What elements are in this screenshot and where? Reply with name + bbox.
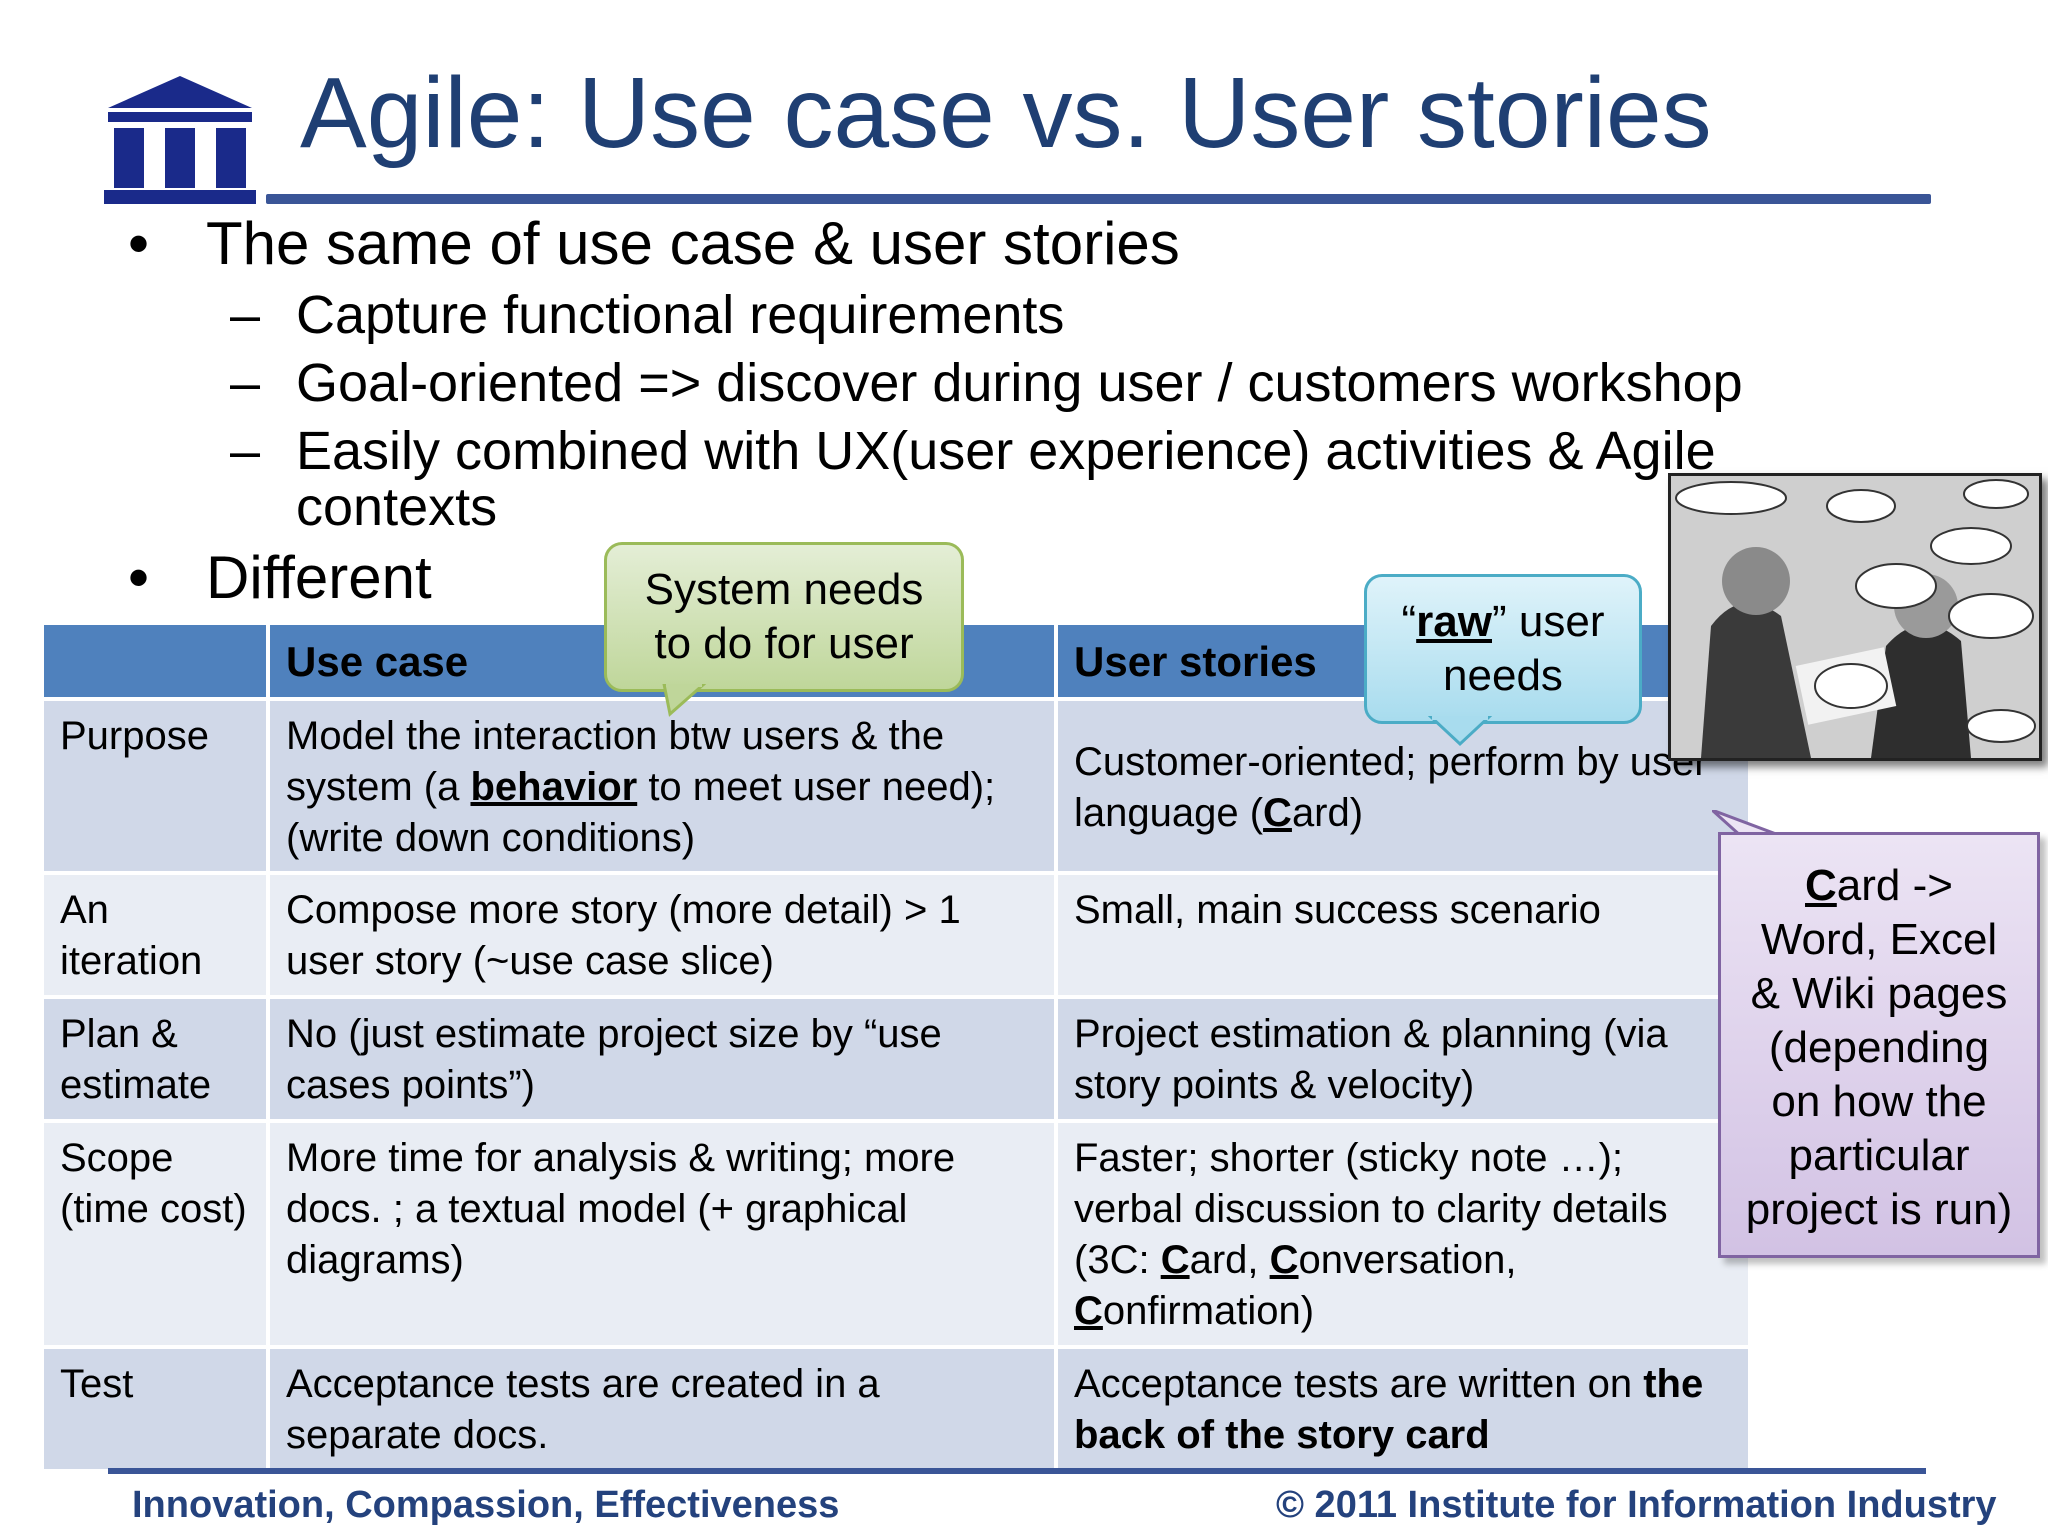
callout-text: on how the bbox=[1771, 1077, 1987, 1126]
table-row: Scope (time cost) More time for analysis… bbox=[40, 1119, 1752, 1349]
callout-tail bbox=[662, 684, 707, 717]
use-case-cell: No (just estimate project size by “use c… bbox=[266, 995, 1058, 1123]
bullet-text: Different bbox=[206, 544, 432, 611]
row-label: Plan & estimate bbox=[40, 995, 270, 1123]
table-row: An iteration Compose more story (more de… bbox=[40, 871, 1752, 999]
callout-text: particular bbox=[1788, 1131, 1970, 1180]
sub-bullet-dash: – bbox=[230, 285, 261, 345]
user-stories-cell: Customer-oriented; perform by user langu… bbox=[1054, 697, 1752, 875]
sub-bullet-dash: – bbox=[230, 353, 261, 413]
title-divider bbox=[266, 194, 1931, 204]
sub-bullet-text: Capture functional requirements bbox=[296, 285, 1065, 345]
callout-raw-user-needs: “raw” user needs bbox=[1364, 574, 1642, 724]
emphasis-text: C bbox=[1263, 791, 1292, 835]
callout-text: & Wiki pages bbox=[1750, 969, 2008, 1018]
use-case-cell: Compose more story (more detail) > 1 use… bbox=[266, 871, 1058, 999]
callout-text: to do for user bbox=[654, 619, 914, 668]
callout-text: needs bbox=[1443, 651, 1563, 700]
comparison-table: Use case User stories Purpose Model the … bbox=[40, 621, 1752, 1473]
callout-text: System needs bbox=[644, 565, 924, 614]
callout-tail bbox=[1427, 716, 1493, 747]
bullet-dot: • bbox=[128, 544, 150, 611]
footer-divider bbox=[108, 1468, 1926, 1474]
use-case-cell: More time for analysis & writing; more d… bbox=[266, 1119, 1058, 1349]
callout-card-tools: Card -> Word, Excel & Wiki pages (depend… bbox=[1718, 832, 2040, 1258]
row-label: Scope (time cost) bbox=[40, 1119, 270, 1349]
callout-text: “raw” user bbox=[1401, 597, 1605, 646]
use-case-cell: Acceptance tests are created in a separa… bbox=[266, 1345, 1058, 1473]
table-row: Purpose Model the interaction btw users … bbox=[40, 697, 1752, 875]
sub-bullet-dash: – bbox=[230, 421, 261, 481]
table-row: Plan & estimate No (just estimate projec… bbox=[40, 995, 1752, 1123]
table-row: Test Acceptance tests are created in a s… bbox=[40, 1345, 1752, 1473]
sub-bullet-text: contexts bbox=[296, 477, 498, 537]
footer-slogan: Innovation, Compassion, Effectiveness bbox=[132, 1484, 840, 1526]
callout-text: (depending bbox=[1768, 1023, 1990, 1072]
emphasis-text: behavior bbox=[470, 765, 638, 809]
bullet-text: The same of use case & user stories bbox=[206, 210, 1180, 277]
callout-text: project is run) bbox=[1745, 1185, 2013, 1234]
use-case-cell: Model the interaction btw users & the sy… bbox=[266, 697, 1058, 875]
sub-bullet-text: Easily combined with UX(user experience)… bbox=[296, 421, 1716, 481]
bullet-dot: • bbox=[128, 210, 150, 277]
callout-text: Word, Excel bbox=[1760, 915, 1998, 964]
row-label: Purpose bbox=[40, 697, 270, 875]
row-label: Test bbox=[40, 1345, 270, 1473]
user-stories-cell: Acceptance tests are written on the back… bbox=[1054, 1345, 1752, 1473]
comic-illustration bbox=[1668, 473, 2042, 761]
bold-text: the back of the story card bbox=[1074, 1362, 1704, 1457]
sub-bullet-text: Goal-oriented => discover during user / … bbox=[296, 353, 1743, 413]
slide-title: Agile: Use case vs. User stories bbox=[300, 57, 1712, 169]
footer-copyright: © 2011 Institute for Information Industr… bbox=[1276, 1484, 1997, 1526]
callout-system-needs: System needs to do for user bbox=[604, 542, 964, 692]
user-stories-cell: Faster; shorter (sticky note …); verbal … bbox=[1054, 1119, 1752, 1349]
user-stories-cell: Project estimation & planning (via story… bbox=[1054, 995, 1752, 1123]
user-stories-cell: Small, main success scenario bbox=[1054, 871, 1752, 999]
header-cell-empty bbox=[40, 621, 270, 701]
callout-text: Card -> bbox=[1805, 861, 1953, 910]
row-label: An iteration bbox=[40, 871, 270, 999]
institute-logo bbox=[104, 76, 256, 204]
